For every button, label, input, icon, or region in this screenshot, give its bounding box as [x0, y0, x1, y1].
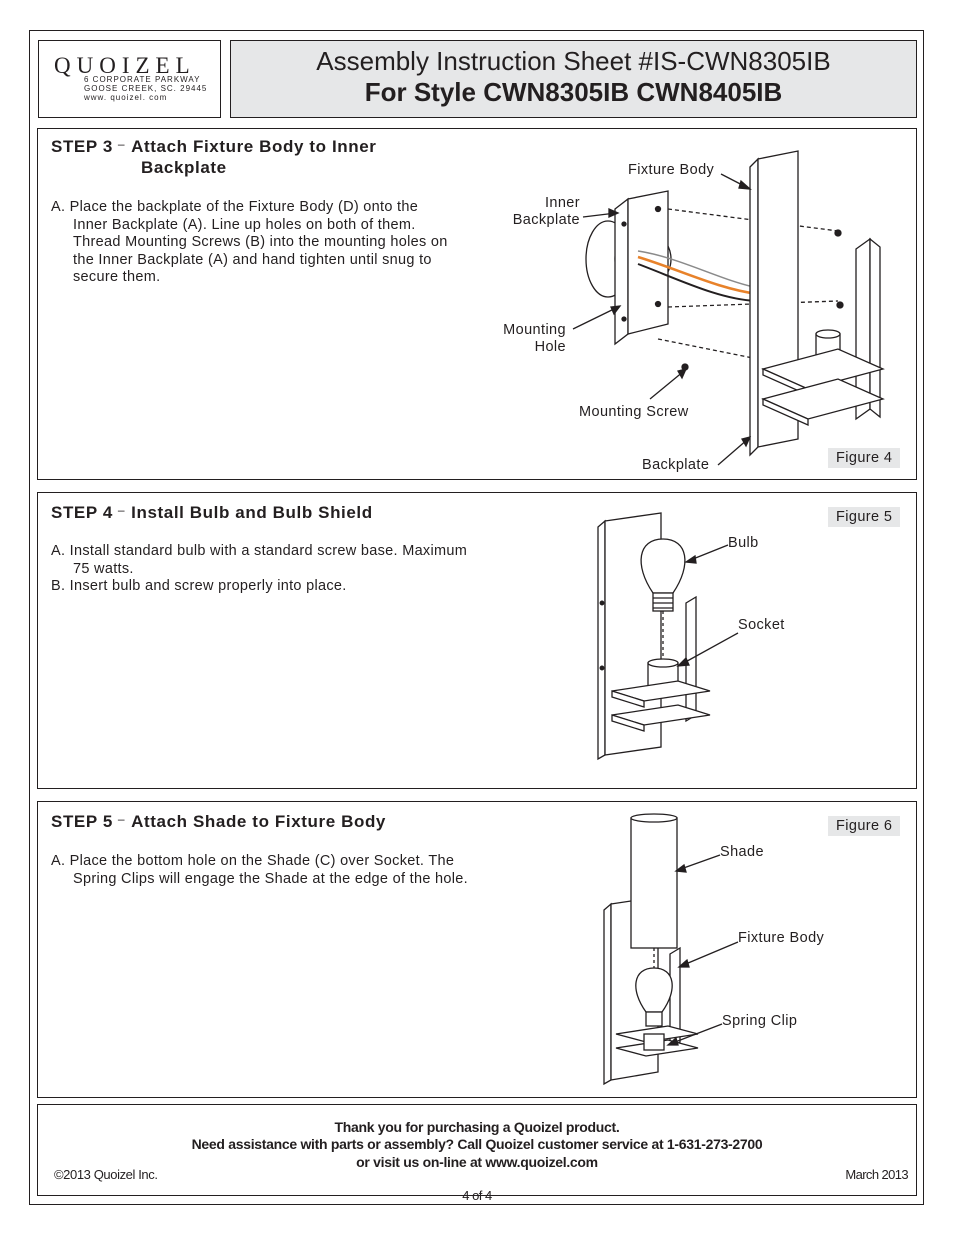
customer-service-line: Need assistance with parts or assembly? …	[191, 1136, 763, 1152]
figure-4-tag: Figure 4	[828, 448, 901, 468]
instruction-line: 75 watts.	[73, 560, 134, 577]
step-4-heading: STEP 4–Install Bulb and Bulb Shield	[51, 503, 373, 523]
figure-4-illustration	[572, 150, 885, 466]
callout-bulb: Bulb	[728, 535, 759, 551]
instruction-line: Inner Backplate (A). Line up holes on bo…	[73, 216, 416, 233]
callout-socket: Socket	[738, 617, 785, 633]
callout-fixture-body: Fixture Body	[738, 930, 825, 946]
thank-you-line: Thank you for purchasing a Quoizel produ…	[334, 1119, 620, 1135]
instruction-line: Spring Clips will engage the Shade at th…	[73, 870, 468, 887]
instruction-line: A. Install standard bulb with a standard…	[51, 543, 468, 559]
step-4-label: STEP 4	[51, 503, 113, 522]
instruction-line: Thread Mounting Screws (B) into the moun…	[73, 234, 448, 250]
callout-mounting-screw: Mounting Screw	[579, 404, 689, 420]
step-4-dash: –	[117, 503, 126, 517]
step-3-label: STEP 3	[51, 137, 113, 156]
step-4-panel: STEP 4–Install Bulb and Bulb Shield A. I…	[37, 492, 917, 789]
brand-logo: QUOIZEL	[54, 53, 196, 78]
website-line: or visit us on-line at www.quoizel.com	[356, 1154, 598, 1170]
callout-mounting-line1: Mounting	[503, 322, 566, 338]
style-title: For Style CWN8305IB CWN8405IB	[364, 77, 783, 107]
figure-6-illustration	[603, 813, 739, 1086]
step-4-title: Install Bulb and Bulb Shield	[131, 503, 373, 522]
quoizel-logo-block: QUOIZEL 6 CORPORATE PARKWAY GOOSE CREEK,…	[38, 40, 221, 118]
step-3-heading: STEP 3–Attach Fixture Body to Inner	[51, 137, 377, 157]
step-5-title: Attach Shade to Fixture Body	[131, 812, 386, 831]
address-line-1: 6 CORPORATE PARKWAY	[84, 75, 201, 84]
step-5-heading: STEP 5–Attach Shade to Fixture Body	[51, 812, 386, 832]
callout-inner-backplate: Backplate	[512, 212, 580, 228]
instruction-line: A. Place the bottom hole on the Shade (C…	[51, 853, 455, 869]
website: www. quoizel. com	[84, 93, 168, 102]
step-5-panel: STEP 5–Attach Shade to Fixture Body A. P…	[37, 801, 917, 1098]
instruction-line: secure them.	[73, 269, 161, 285]
step-3-instructions: A. Place the backplate of the Fixture Bo…	[51, 199, 448, 287]
page-number: 4 of 4	[462, 1188, 492, 1203]
step-3-dash: –	[117, 137, 126, 151]
footer-panel: Thank you for purchasing a Quoizel produ…	[37, 1104, 917, 1196]
sheet-title: Assembly Instruction Sheet #IS-CWN8305IB	[316, 46, 831, 76]
figure-5-illustration	[597, 512, 739, 761]
instruction-line: A. Place the backplate of the Fixture Bo…	[51, 199, 419, 215]
step-5-label: STEP 5	[51, 812, 113, 831]
step-5-dash: –	[117, 812, 126, 826]
callout-shade: Shade	[720, 844, 764, 860]
step-3-title-line2: Backplate	[141, 158, 227, 177]
instruction-line: B. Insert bulb and screw properly into p…	[51, 578, 347, 594]
step-5-instructions: A. Place the bottom hole on the Shade (C…	[51, 853, 468, 888]
callout-mounting-hole: Hole	[534, 339, 566, 355]
callout-backplate: Backplate	[642, 457, 710, 473]
page-frame	[29, 30, 924, 1205]
step-3-title-line1: Attach Fixture Body to Inner	[131, 137, 377, 156]
callout-spring-clip: Spring Clip	[722, 1013, 798, 1029]
step-4-instructions: A. Install standard bulb with a standard…	[51, 543, 467, 596]
callout-inner-line1: Inner	[544, 195, 580, 211]
instruction-line: the Inner Backplate (A) and hand tighten…	[73, 251, 432, 268]
figure-5-tag: Figure 5	[828, 507, 901, 527]
step-3-panel: STEP 3–Attach Fixture Body to Inner Back…	[37, 128, 917, 480]
copyright: ©2013 Quoizel Inc.	[54, 1167, 158, 1182]
callout-fixture-body: Fixture Body	[628, 162, 715, 178]
revision-date: March 2013	[845, 1167, 908, 1182]
title-block: Assembly Instruction Sheet #IS-CWN8305IB…	[230, 40, 917, 118]
address-line-2: GOOSE CREEK, SC. 29445	[84, 84, 208, 93]
figure-6-tag: Figure 6	[828, 816, 901, 836]
